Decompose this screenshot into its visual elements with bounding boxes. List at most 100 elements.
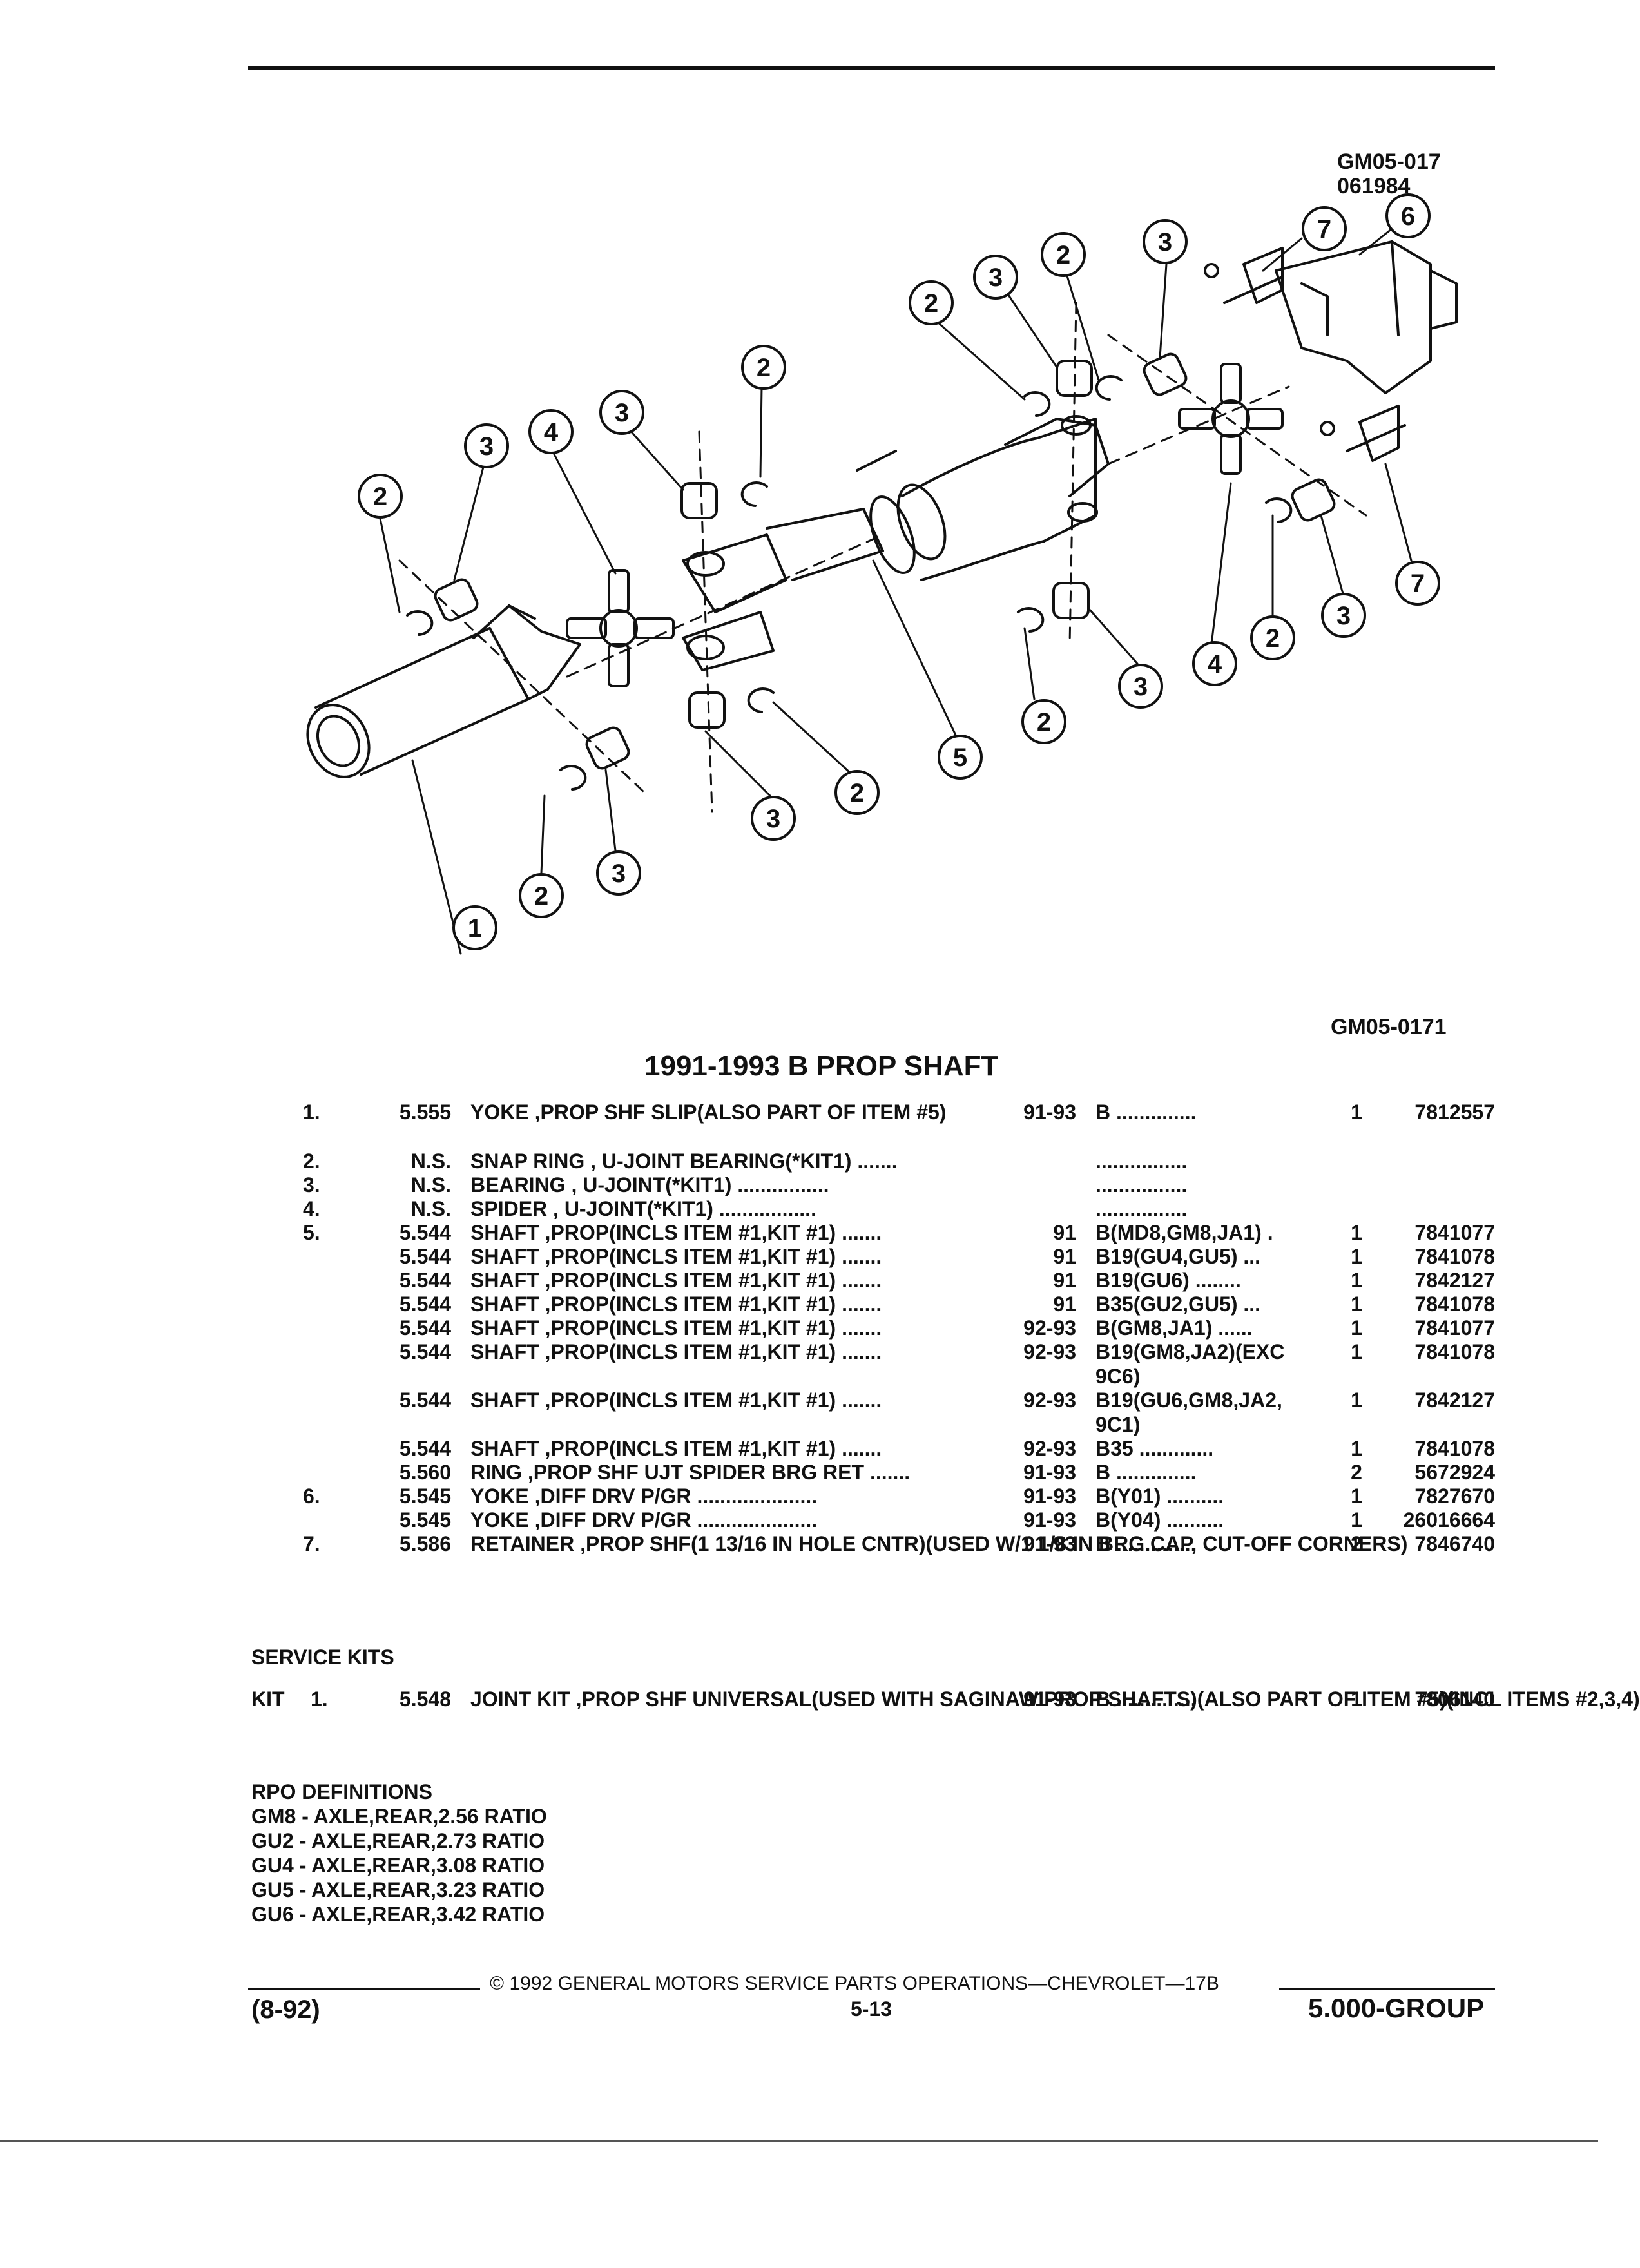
part-year: 92-93	[1023, 1340, 1076, 1363]
part-desc-bold: RING	[470, 1461, 522, 1484]
differential-yoke	[1275, 240, 1458, 394]
part-group-number: N.S.	[410, 1197, 451, 1220]
footer-page-number: 5-13	[851, 1997, 892, 2021]
part-desc-bold: YOKE	[470, 1485, 529, 1508]
spider-right	[1178, 363, 1284, 475]
part-series: B(GM8,JA1) ......	[1095, 1316, 1253, 1340]
part-group-number: 5.544	[399, 1293, 451, 1316]
part-qty: 1	[1351, 1269, 1362, 1292]
callout-circle-5	[938, 735, 983, 780]
part-number: 7841078	[1414, 1245, 1495, 1268]
part-series: B(MD8,GM8,JA1) .	[1095, 1221, 1273, 1244]
part-group-number: 5.544	[399, 1389, 451, 1412]
part-item-number: 3.	[303, 1173, 320, 1196]
figure-ref-bottom: GM05-0171	[1331, 1015, 1447, 1039]
callout-circle-2b	[519, 873, 564, 918]
part-description: BEARING , U-JOINT(*KIT1) ...............…	[470, 1173, 1005, 1197]
callout-label-3a: 3	[479, 432, 494, 461]
part-series: B ..............	[1095, 1100, 1197, 1124]
part-description: RING ,PROP SHF UJT SPIDER BRG RET ......…	[470, 1460, 1005, 1485]
callout-label-3e: 3	[989, 264, 1003, 292]
callout-circle-2d	[834, 770, 880, 815]
part-group-number: 5.555	[399, 1100, 451, 1124]
top-rule	[248, 66, 1495, 70]
part-desc-bold: SHAFT	[470, 1269, 539, 1292]
bearing-axis-mid	[698, 430, 713, 813]
kit-label: KIT	[251, 1687, 285, 1711]
part-series: B ..............	[1095, 1532, 1197, 1555]
part-qty: 1	[1351, 1316, 1362, 1340]
part-number: 7812557	[1414, 1100, 1495, 1124]
part-desc-bold: YOKE	[470, 1508, 529, 1532]
callout-label-6: 6	[1401, 202, 1415, 231]
part-description: SHAFT ,PROP(INCLS ITEM #1,KIT #1) ......…	[470, 1340, 1005, 1364]
part-description: SHAFT ,PROP(INCLS ITEM #1,KIT #1) ......…	[470, 1244, 1005, 1269]
callout-label-2c: 2	[757, 354, 771, 382]
part-desc-bold: SHAFT	[470, 1340, 539, 1363]
part-item-number: 1.	[303, 1100, 320, 1124]
part-description: SNAP RING , U-JOINT BEARING(*KIT1) .....…	[470, 1149, 1005, 1173]
callout-label-5: 5	[953, 744, 967, 772]
part-year: 91	[1053, 1269, 1076, 1292]
rpo-item: GU2 - AXLE,REAR,2.73 RATIO	[251, 1829, 545, 1852]
callout-circle-4b	[1192, 641, 1237, 686]
bottom-rule	[0, 2140, 1598, 2142]
part-group-number: 5.560	[399, 1461, 451, 1484]
callout-circle-6	[1385, 193, 1431, 238]
part-year: 92-93	[1023, 1316, 1076, 1340]
kit-qty: 1	[1351, 1687, 1362, 1711]
part-desc-text: ,PROP(INCLS ITEM #1,KIT #1) .......	[539, 1340, 882, 1363]
part-item-number: 4.	[303, 1197, 320, 1220]
part-year: 91-93	[1023, 1461, 1076, 1484]
part-year: 91-93	[1023, 1532, 1076, 1555]
callout-label-7b: 7	[1411, 570, 1425, 598]
part-number: 7841077	[1414, 1221, 1495, 1244]
footer-copyright: © 1992 GENERAL MOTORS SERVICE PARTS OPER…	[490, 1973, 1219, 1994]
callout-label-3g: 3	[1134, 673, 1148, 701]
centerline-2	[1107, 385, 1290, 465]
callout-label-1: 1	[468, 914, 482, 943]
part-number: 26016664	[1403, 1508, 1495, 1532]
part-group-number: 5.544	[399, 1245, 451, 1268]
part-qty: 1	[1351, 1245, 1362, 1268]
rpo-item: GM8 - AXLE,REAR,2.56 RATIO	[251, 1805, 547, 1828]
shaft-yoke-right	[1004, 415, 1110, 523]
part-description: YOKE ,PROP SHF SLIP(ALSO PART OF ITEM #5…	[470, 1100, 1005, 1124]
callout-circle-1	[452, 905, 497, 950]
part-desc-text: ,DIFF DRV P/GR .....................	[528, 1485, 818, 1508]
rpo-heading: RPO DEFINITIONS	[251, 1780, 432, 1803]
part-desc-bold: SHAFT	[470, 1221, 539, 1244]
part-desc-text: , U-JOINT BEARING(*KIT1) .......	[584, 1149, 898, 1173]
prop-shaft-exploded-diagram: 1 2 2 2 2 2 2 2 2 3 3 3 3 3 3 3 3 4 4 5 …	[306, 193, 1458, 955]
callout-circle-3a	[464, 423, 509, 468]
part-year: 91-93	[1023, 1485, 1076, 1508]
part-year: 91-93	[1023, 1508, 1076, 1532]
part-desc-text: ,PROP(INCLS ITEM #1,KIT #1) .......	[539, 1316, 882, 1340]
part-number: 7841078	[1414, 1293, 1495, 1316]
part-desc-bold: YOKE	[470, 1100, 529, 1124]
part-desc-bold: SNAP RING	[470, 1149, 585, 1173]
part-desc-text: ,PROP SHF UJT SPIDER BRG RET .......	[522, 1461, 911, 1484]
part-qty: 1	[1351, 1100, 1362, 1124]
kit-part-number: 7806140	[1414, 1687, 1495, 1711]
slip-yoke-tube	[306, 604, 581, 778]
callout-circle-2f	[1041, 232, 1086, 277]
part-desc-bold: SHAFT	[470, 1437, 539, 1460]
part-item-number: 5.	[303, 1221, 320, 1244]
part-desc-bold: SHAFT	[470, 1316, 539, 1340]
callout-circle-4a	[528, 409, 574, 454]
kit-series: B ..............	[1095, 1687, 1197, 1711]
callout-label-3h: 3	[1336, 602, 1351, 630]
part-description: SHAFT ,PROP(INCLS ITEM #1,KIT #1) ......…	[470, 1220, 1005, 1245]
callout-circle-7b	[1395, 561, 1440, 606]
part-number: 7841078	[1414, 1340, 1495, 1363]
part-item-number: 6.	[303, 1485, 320, 1508]
callout-label-2b: 2	[534, 882, 548, 910]
part-desc-text: ,PROP(INCLS ITEM #1,KIT #1) .......	[539, 1293, 882, 1316]
callout-label-2d: 2	[850, 779, 864, 807]
part-year: 91	[1053, 1245, 1076, 1268]
callout-circle-2g	[1021, 699, 1066, 744]
part-qty: 2	[1351, 1532, 1362, 1555]
part-group-number: 5.544	[399, 1316, 451, 1340]
part-desc-bold: RETAINER	[470, 1532, 575, 1555]
